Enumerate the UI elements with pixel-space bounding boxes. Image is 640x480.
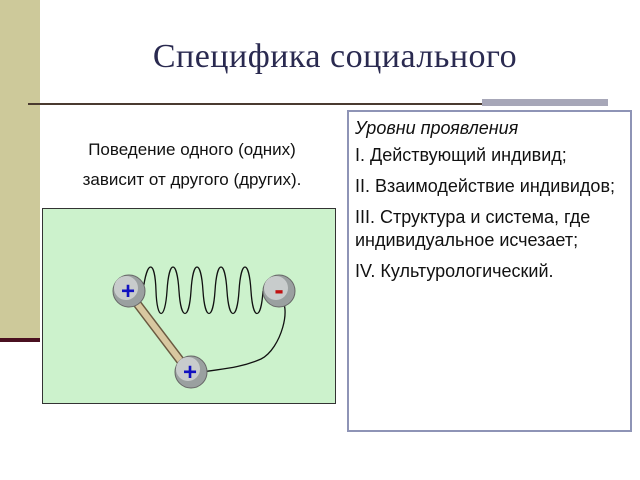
curved-link (202, 296, 286, 373)
divider-accent (482, 99, 608, 106)
interaction-diagram: + - + (42, 208, 336, 404)
levels-title: Уровни проявления (355, 118, 519, 138)
levels-item-4: IV. Культурологический. (355, 261, 554, 281)
levels-item-3: III. Структура и система, где индивидуал… (355, 207, 591, 250)
node-right-minus (262, 274, 296, 308)
node-bottom-label: + (183, 359, 197, 386)
levels-item-2: II. Взаимодействие индивидов; (355, 176, 616, 196)
levels-item-1: I. Действующий индивид; (355, 145, 567, 165)
decorative-side-bar (0, 0, 40, 342)
subtitle-line-2: зависит от другого (других). (82, 170, 302, 189)
subtitle-line-1: Поведение одного (одних) (88, 140, 296, 159)
node-right-label: - (274, 274, 283, 305)
slide-title: Специфика социального (152, 38, 518, 75)
levels-box: Уровни проявления I. Действующий индивид… (347, 110, 632, 432)
node-bottom-plus (174, 355, 208, 389)
decorative-side-bar-accent (0, 338, 40, 342)
spring-link (142, 266, 264, 314)
title-divider (28, 103, 608, 105)
node-left-label: + (121, 278, 135, 305)
subtitle-text: Поведение одного (одних) зависит от друг… (42, 135, 342, 195)
node-left-plus (112, 274, 146, 308)
